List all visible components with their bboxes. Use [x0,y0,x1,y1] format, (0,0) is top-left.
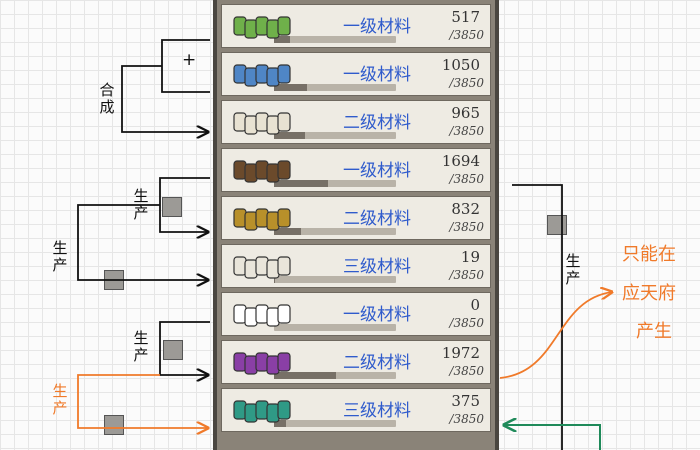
gold-planks-icon [230,201,300,235]
stock-progress-fill [274,36,290,43]
material-capacity: /3850 [449,412,484,426]
workshop-icon-4 [104,415,124,435]
material-row[interactable]: 三级材料 19/3850 [221,244,491,288]
material-row[interactable]: 一级材料 1050/3850 [221,52,491,96]
material-tier-label: 一级材料 [343,17,411,37]
stock-progress-bar [274,324,396,331]
material-capacity: /3850 [449,220,484,234]
material-capacity: /3850 [449,124,484,138]
material-capacity: /3850 [449,172,484,186]
material-row[interactable]: 一级材料 0/3850 [221,292,491,336]
stock-progress-fill [274,276,275,283]
material-count: 1972 [441,344,480,362]
material-capacity: /3850 [449,364,484,378]
material-tier-label: 一级材料 [343,65,411,85]
workshop-icon-3 [163,340,183,360]
material-tier-label: 二级材料 [343,209,411,229]
material-capacity: /3850 [449,316,484,330]
note-line-1: 只能在 [622,244,676,265]
paper-scroll-icon [230,249,300,283]
blue-fish-icon [230,57,300,91]
green-herb-bundle-icon [230,9,300,43]
material-tier-label: 二级材料 [343,353,411,373]
produce-label-2: 生产 [52,239,68,274]
stock-progress-bar [274,276,396,283]
plus-sign: + [182,50,197,70]
stock-progress-fill [274,228,301,235]
stock-progress-bar [274,420,396,427]
material-tier-label: 三级材料 [343,257,411,277]
material-row[interactable]: 三级材料 375/3850 [221,388,491,432]
stock-progress-fill [274,420,287,427]
stock-progress-bar [274,132,396,139]
produce-label-1: 生产 [133,187,149,222]
material-tier-label: 三级材料 [343,401,411,421]
produce-label-3: 生产 [133,329,149,364]
combine-label: 合成 [99,81,115,116]
stock-progress-bar [274,228,396,235]
purple-cloth-bolts-icon [230,345,300,379]
material-capacity: /3850 [449,28,484,42]
material-capacity: /3850 [449,268,484,282]
note-line-2: 应天府 [622,283,676,304]
produce-label-orange: 生产 [52,382,68,417]
note-line-3: 产生 [636,321,672,342]
material-count: 832 [451,200,480,218]
material-row[interactable]: 二级材料 832/3850 [221,196,491,240]
material-count: 1694 [441,152,480,170]
stock-progress-bar [274,180,396,187]
stock-progress-fill [274,132,305,139]
teal-garment-icon [230,393,300,427]
material-count: 19 [460,248,480,266]
material-count: 375 [451,392,480,410]
stock-progress-bar [274,372,396,379]
material-row[interactable]: 二级材料 1972/3850 [221,340,491,384]
material-tier-label: 一级材料 [343,161,411,181]
material-row[interactable]: 一级材料 1694/3850 [221,148,491,192]
material-row[interactable]: 一级材料 517/3850 [221,4,491,48]
material-tier-label: 二级材料 [343,113,411,133]
cotton-plant-icon [230,297,300,331]
brown-timber-icon [230,153,300,187]
material-capacity: /3850 [449,76,484,90]
stock-progress-bar [274,84,396,91]
material-count: 965 [451,104,480,122]
stock-progress-fill [274,372,337,379]
material-count: 517 [451,8,480,26]
food-bowls-icon [230,105,300,139]
stock-progress-fill [274,84,307,91]
material-count: 1050 [441,56,480,74]
stock-progress-fill [274,180,328,187]
material-tier-label: 一级材料 [343,305,411,325]
stock-progress-bar [274,36,396,43]
workshop-icon-1 [162,197,182,217]
material-count: 0 [470,296,480,314]
produce-label-right: 生产 [565,252,581,287]
material-row[interactable]: 二级材料 965/3850 [221,100,491,144]
